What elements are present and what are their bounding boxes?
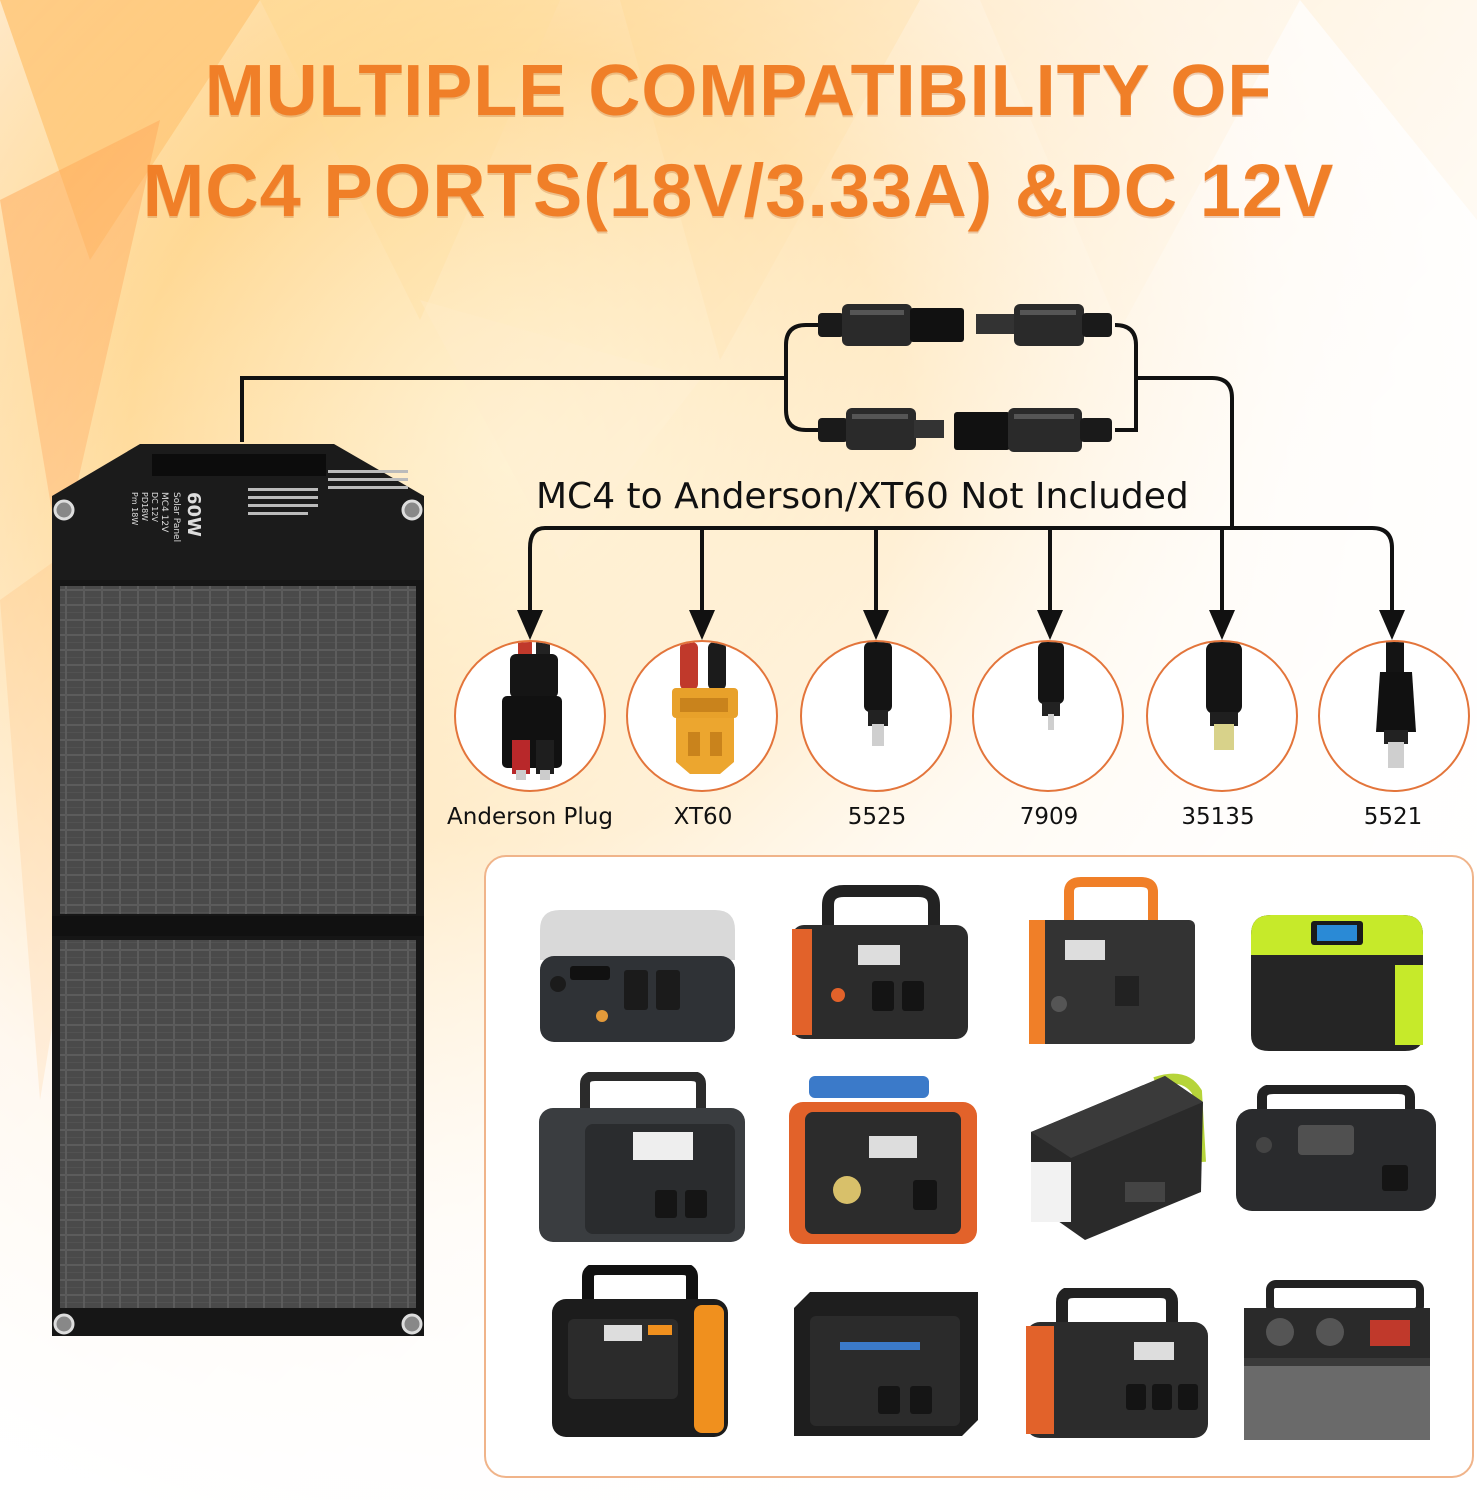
dc-35135-plug-icon (1206, 642, 1242, 750)
port-label-xt60: XT60 (673, 804, 733, 830)
port-35135 (1146, 640, 1298, 792)
panel-spec-2: MC4 12V (159, 492, 169, 533)
headline-line-1: MULTIPLE COMPATIBILITY OF (204, 51, 1273, 131)
port-anderson-plug (454, 640, 606, 792)
power-station-grey-silver-icon (530, 900, 745, 1050)
panel-spec-1: Solar Panel (171, 492, 181, 542)
power-station-black-rounded-icon (1232, 1085, 1440, 1215)
power-station-orange-black-icon (788, 885, 973, 1045)
port-5525 (800, 640, 952, 792)
dc-7909-plug-icon (1038, 642, 1064, 730)
mc4-connector-icon (954, 408, 1112, 452)
mc4-connector-icon (818, 304, 964, 346)
dc-5521-plug-icon (1376, 642, 1416, 768)
power-station-dark-grey-icon (535, 1072, 750, 1247)
port-label-anderson: Anderson Plug (447, 804, 613, 830)
port-label-5521: 5521 (1363, 804, 1423, 830)
power-station-orange-handle-icon (1025, 876, 1200, 1051)
solar-panel-icon: 60W Solar Panel MC4 12V DC 12V PD18W Pm … (52, 444, 424, 1336)
dc-5525-plug-icon (864, 642, 892, 746)
port-label-5525: 5525 (847, 804, 907, 830)
headline-line-2: MC4 PORTS(18V/3.33A) &DC 12V (142, 149, 1335, 232)
port-label-7909: 7909 (1019, 804, 1079, 830)
port-label-35135: 35135 (1181, 804, 1255, 830)
panel-spec-3: DC 12V (150, 492, 159, 522)
power-station-black-box-icon (790, 1288, 985, 1438)
mc4-connector-icon (976, 304, 1112, 346)
panel-spec-4: PD18W (140, 492, 149, 521)
panel-spec-5: Pm 18W (130, 492, 139, 525)
power-station-orange-black-large-icon (1022, 1288, 1212, 1443)
power-station-lime-green-icon (1245, 905, 1430, 1055)
mc4-connector-icon (818, 408, 944, 450)
port-xt60 (626, 640, 778, 792)
adapter-note: MC4 to Anderson/XT60 Not Included (536, 476, 1189, 517)
power-station-orange-wireless-icon (783, 1072, 983, 1247)
xt60-plug-icon (672, 642, 738, 774)
power-station-grey-red-icon (1240, 1280, 1435, 1445)
panel-rating: 60W (183, 492, 204, 537)
anderson-plug-icon (502, 642, 562, 780)
power-station-green-handle-icon (1025, 1062, 1210, 1247)
port-5521 (1318, 640, 1470, 792)
port-7909 (972, 640, 1124, 792)
power-station-black-orange-tall-icon (548, 1265, 733, 1440)
